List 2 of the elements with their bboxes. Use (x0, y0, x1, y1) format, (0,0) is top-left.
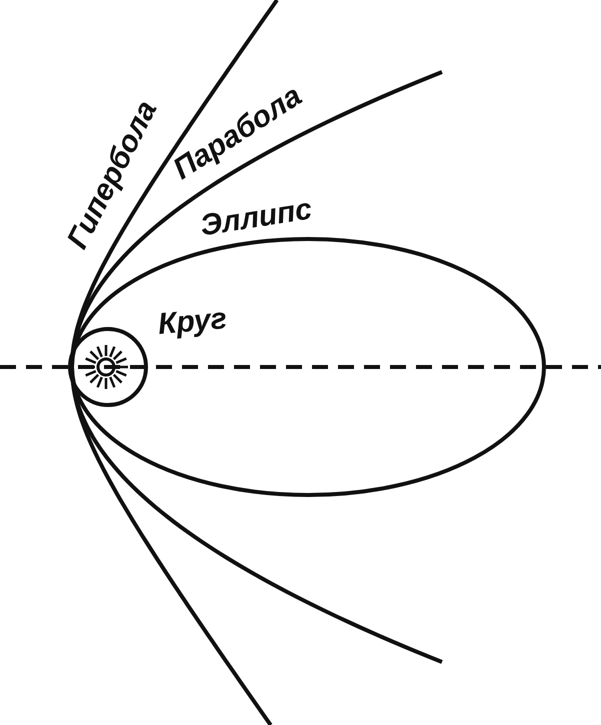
curve-label: Круг (156, 302, 228, 342)
curve-label: Эллипс (198, 192, 314, 244)
